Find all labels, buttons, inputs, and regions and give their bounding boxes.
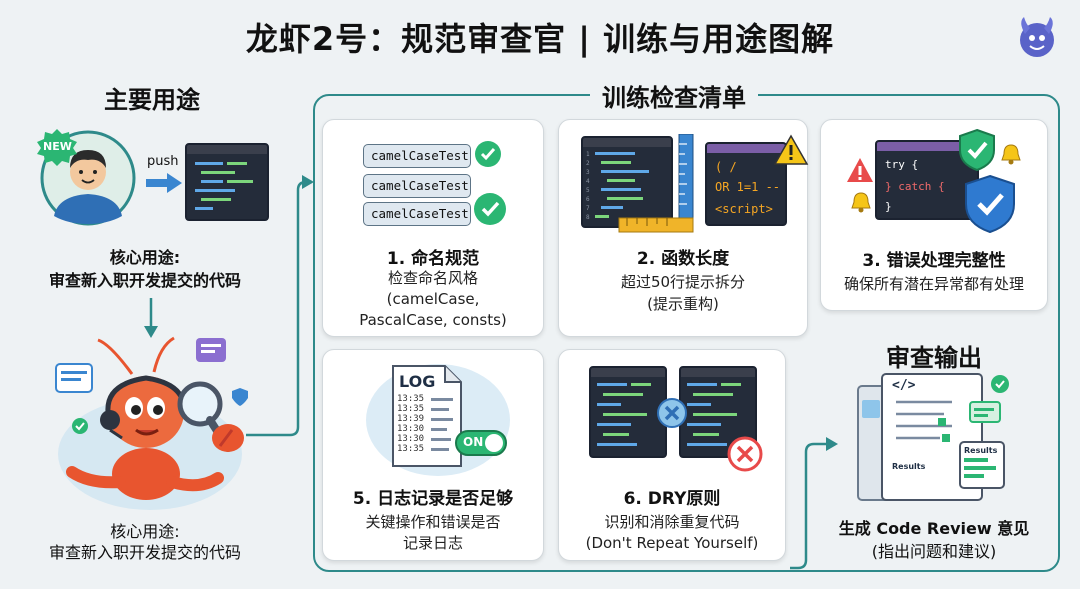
svg-text:2: 2 bbox=[586, 160, 590, 167]
svg-text:4: 4 bbox=[586, 178, 590, 185]
card-desc: PascalCase, consts) bbox=[359, 311, 507, 329]
bell-icon bbox=[1001, 144, 1021, 165]
card-heading: 3. 错误处理完整性 bbox=[862, 251, 1006, 271]
code-line: try { bbox=[885, 158, 919, 171]
naming-example: camelCaseTest bbox=[363, 144, 471, 168]
lobster-logo-icon bbox=[1020, 17, 1054, 57]
output-arrow bbox=[790, 437, 838, 570]
connector-arrow bbox=[246, 175, 314, 437]
log-time: 13:35 bbox=[397, 404, 425, 414]
svg-text:3: 3 bbox=[586, 169, 590, 176]
ruler-icon bbox=[618, 134, 694, 233]
push-arrow-icon bbox=[146, 173, 182, 193]
naming-example: camelCaseTest bbox=[363, 202, 471, 226]
svg-text:1: 1 bbox=[586, 151, 590, 158]
output-title: 审查输出 bbox=[886, 344, 982, 372]
main-use-title: 主要用途 bbox=[104, 86, 200, 114]
code-editor-window bbox=[185, 143, 269, 221]
results-label: Results bbox=[964, 446, 998, 455]
naming-example: camelCaseTest bbox=[363, 174, 471, 198]
card-heading: 5. 日志记录是否足够 bbox=[352, 489, 514, 509]
output-caption-text: (指出问题和建议) bbox=[871, 542, 997, 561]
push-label: push bbox=[147, 154, 179, 169]
card-heading: 1. 命名规范 bbox=[386, 249, 480, 269]
log-file-icon bbox=[392, 365, 462, 467]
check-icon bbox=[474, 193, 506, 225]
log-time: 13:35 bbox=[397, 394, 425, 404]
card-error-handling: try { } catch { } 3. 错误处理完整性 确保所有潜在异常都有处… bbox=[820, 119, 1048, 311]
log-time: 13:39 bbox=[397, 414, 425, 424]
down-arrow-icon bbox=[144, 298, 158, 338]
card-desc: (camelCase, bbox=[386, 290, 480, 308]
card-desc: 确保所有潜在异常都有处理 bbox=[843, 275, 1024, 293]
card-desc: 关键操作和错误是否 bbox=[365, 513, 501, 531]
lobster-mascot bbox=[55, 336, 248, 510]
lobster-caption-title: 核心用途: bbox=[110, 522, 180, 541]
shield-check-icon bbox=[959, 128, 995, 172]
svg-text:6: 6 bbox=[586, 196, 590, 203]
warning-icon bbox=[773, 134, 809, 165]
card-heading: 2. 函数长度 bbox=[636, 249, 730, 269]
check-icon bbox=[475, 141, 501, 167]
log-time: 13:30 bbox=[397, 434, 425, 444]
remove-icon bbox=[727, 436, 763, 472]
log-time: 13:35 bbox=[397, 444, 425, 454]
alert-icon bbox=[847, 158, 873, 182]
new-badge-label: NEW bbox=[43, 140, 72, 153]
duplicate-x-icon bbox=[657, 398, 687, 428]
log-time: 13:30 bbox=[397, 424, 425, 434]
card-naming: camelCaseTest camelCaseTest camelCaseTes… bbox=[322, 119, 544, 337]
new-badge-icon bbox=[37, 129, 77, 166]
card-desc: (提示重构) bbox=[647, 295, 719, 313]
output-caption-title: 生成 Code Review 意见 bbox=[838, 519, 1030, 538]
page-title: 龙虾2号：规范审查官 | 训练与用途图解 bbox=[245, 20, 835, 58]
code-editor-window: 1 2 3 4 5 6 7 8 bbox=[581, 136, 673, 228]
code-line: <script> bbox=[715, 202, 773, 216]
svg-text:8: 8 bbox=[586, 214, 590, 221]
main-use-caption-title: 核心用途: bbox=[109, 248, 181, 267]
code-line: } catch { bbox=[885, 180, 945, 193]
card-desc: 识别和消除重复代码 bbox=[604, 513, 740, 531]
code-line: OR 1=1 -- bbox=[715, 180, 781, 194]
toggle-knob bbox=[485, 434, 503, 452]
card-desc: 检查命名风格 bbox=[387, 269, 478, 287]
lobster-caption-text: 审查新入职开发提交的代码 bbox=[48, 543, 241, 562]
code-editor-window: ( / OR 1=1 -- <script> bbox=[705, 142, 787, 226]
results-label: Results bbox=[892, 462, 926, 471]
shield-check-icon bbox=[965, 174, 1015, 234]
code-tag: </> bbox=[892, 378, 916, 393]
code-editor-window bbox=[589, 366, 667, 458]
log-title: LOG bbox=[399, 372, 436, 391]
bell-icon bbox=[851, 192, 871, 213]
svg-text:7: 7 bbox=[586, 205, 590, 212]
card-heading: 6. DRY原则 bbox=[623, 489, 721, 509]
on-toggle: ON bbox=[455, 430, 507, 456]
code-line: } bbox=[885, 200, 892, 213]
main-use-caption-text: 审查新入职开发提交的代码 bbox=[48, 271, 241, 290]
review-document-icon bbox=[857, 373, 1009, 501]
svg-text:5: 5 bbox=[586, 187, 590, 194]
card-desc: 超过50行提示拆分 bbox=[620, 273, 746, 291]
card-logging: LOG 13:35 13:35 13:39 13:30 13:30 13:35 … bbox=[322, 349, 544, 561]
card-desc: (Don't Repeat Yourself) bbox=[585, 534, 759, 552]
checklist-title: 训练检查清单 bbox=[590, 78, 758, 113]
code-line: ( / bbox=[715, 160, 737, 174]
card-dry: 6. DRY原则 识别和消除重复代码 (Don't Repeat Yoursel… bbox=[558, 349, 786, 561]
card-desc: 记录日志 bbox=[402, 534, 463, 552]
toggle-label: ON bbox=[463, 435, 484, 449]
